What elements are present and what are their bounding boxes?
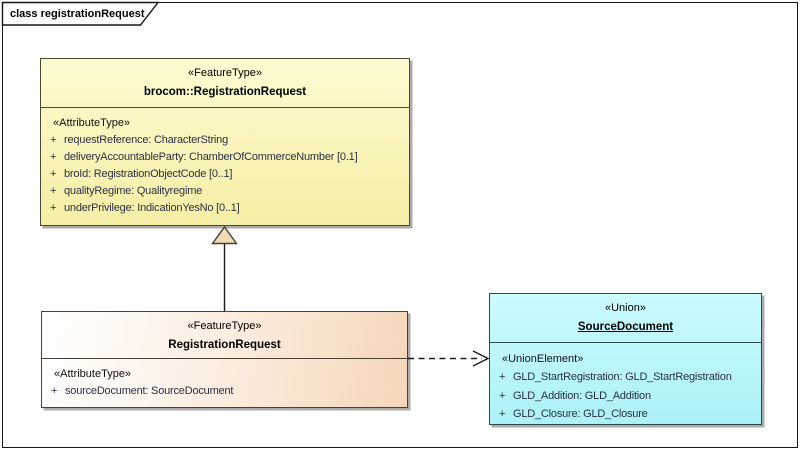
- attribute-text: GLD_Addition: GLD_Addition: [513, 389, 651, 402]
- class-header[interactable]: «Union» SourceDocument: [490, 294, 761, 343]
- attribute-section-label: «UnionElement»: [502, 352, 584, 365]
- class-name: brocom::RegistrationRequest: [143, 86, 307, 98]
- diagram-title: class registrationRequest: [10, 8, 145, 20]
- attribute-text: sourceDocument: SourceDocument: [65, 384, 234, 397]
- attribute-text: deliveryAccountableParty: ChamberOfComme…: [64, 150, 358, 163]
- attribute-row[interactable]: + qualityRegime: Qualityregime: [41, 183, 409, 200]
- visibility-marker: +: [50, 150, 57, 163]
- attribute-text: GLD_Closure: GLD_Closure: [513, 408, 648, 420]
- attributes-compartment: «AttributeType» + sourceDocument: Source…: [42, 359, 407, 400]
- class-box-registrationrequest[interactable]: «FeatureType» RegistrationRequest «Attri…: [41, 311, 408, 408]
- attribute-row[interactable]: + broId: RegistrationObjectCode [0..1]: [41, 166, 409, 183]
- visibility-marker: +: [50, 184, 57, 197]
- class-name: RegistrationRequest: [168, 339, 281, 351]
- attribute-text: broId: RegistrationObjectCode [0..1]: [64, 167, 233, 180]
- visibility-marker: +: [499, 389, 506, 402]
- attribute-row[interactable]: + GLD_StartRegistration: GLD_StartRegist…: [490, 368, 761, 387]
- class-header[interactable]: «FeatureType» brocom::RegistrationReques…: [41, 59, 409, 108]
- visibility-marker: +: [50, 133, 57, 146]
- stereotype-label: «FeatureType»: [188, 67, 262, 79]
- attribute-section-label: «AttributeType»: [54, 367, 132, 380]
- attribute-row[interactable]: + deliveryAccountableParty: ChamberOfCom…: [41, 149, 409, 166]
- attribute-row[interactable]: + GLD_Addition: GLD_Addition: [490, 387, 761, 406]
- visibility-marker: +: [499, 371, 506, 383]
- attribute-section-label: «AttributeType»: [53, 116, 131, 129]
- class-box-brocom-registrationrequest[interactable]: «FeatureType» brocom::RegistrationReques…: [40, 58, 410, 226]
- visibility-marker: +: [499, 408, 506, 420]
- attribute-text: underPrivilege: IndicationYesNo [0..1]: [64, 201, 240, 214]
- attribute-row[interactable]: + underPrivilege: IndicationYesNo [0..1]: [41, 200, 409, 217]
- attributes-compartment: «UnionElement» + GLD_StartRegistration: …: [490, 343, 761, 424]
- attribute-row[interactable]: + requestReference: CharacterString: [41, 132, 409, 149]
- visibility-marker: +: [51, 384, 58, 397]
- class-header[interactable]: «FeatureType» RegistrationRequest: [42, 312, 407, 359]
- attribute-text: qualityRegime: Qualityregime: [64, 184, 203, 197]
- class-name: SourceDocument: [577, 321, 674, 333]
- stereotype-label: «Union»: [605, 302, 646, 314]
- diagram-frame: [2, 2, 798, 448]
- attribute-text: GLD_StartRegistration: GLD_StartRegistra…: [513, 371, 732, 383]
- attribute-row[interactable]: + GLD_Closure: GLD_Closure: [490, 405, 761, 424]
- visibility-marker: +: [50, 201, 57, 214]
- attribute-text: requestReference: CharacterString: [64, 133, 228, 146]
- attribute-row[interactable]: + sourceDocument: SourceDocument: [42, 383, 407, 400]
- stereotype-label: «FeatureType»: [187, 320, 262, 332]
- visibility-marker: +: [50, 167, 57, 180]
- attributes-compartment: «AttributeType» + requestReference: Char…: [41, 108, 409, 217]
- class-box-sourcedocument[interactable]: «Union» SourceDocument «UnionElement» + …: [489, 293, 762, 425]
